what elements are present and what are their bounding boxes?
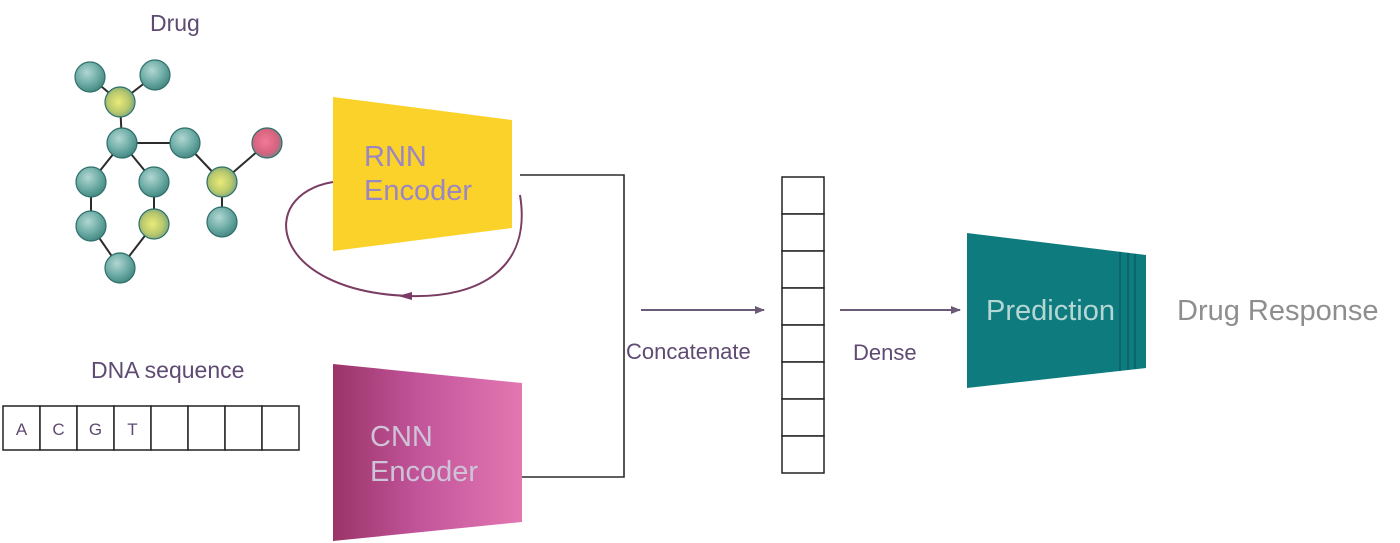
cnn-encoder-shape [333,364,522,541]
drug-label: Drug [150,10,200,36]
dna-base: G [88,420,103,439]
rnn-encoder-shape [333,97,512,251]
dna-cell [224,405,263,451]
atom [106,127,138,159]
encoder-bracket [520,174,625,478]
dna-base [151,406,188,450]
highlighted-atom [104,86,136,118]
dna-cell [150,405,189,451]
loop-arrowhead [398,292,412,300]
dna-base: T [127,420,138,439]
prediction-label: Prediction [986,295,1115,327]
prediction-shape [967,233,1146,388]
highlighted-atom [138,208,170,240]
vector-cell [781,435,825,474]
highlighted-atom [206,166,238,198]
dna-sequence-label: DNA sequence [91,357,245,383]
highlighted-atom [251,127,283,159]
dna-base [188,406,225,450]
vector-cell [781,176,825,215]
rnn-encoder-label-line2: Encoder [364,175,473,207]
dna-cell [187,405,226,451]
atom [206,206,238,238]
dna-cell [261,405,300,451]
concatenated-vector [781,176,825,474]
dna-base [262,406,299,450]
vector-cell [781,361,825,400]
vector-cell [781,250,825,289]
dna-cell [113,405,152,451]
vector-cell [781,324,825,363]
rnn-encoder-label-line1: RNN [364,141,427,173]
dna-cell [76,405,115,451]
vector-cell [781,398,825,437]
vector-cell [781,287,825,326]
concatenate-label: Concatenate [626,339,751,364]
atom [74,61,106,93]
dna-bases: A C G T [3,406,299,450]
dna-base [225,406,262,450]
cnn-encoder-label-line2: Encoder [370,456,479,488]
atom [75,210,107,242]
atom [169,127,201,159]
atom [75,166,107,198]
atom [104,252,136,284]
dna-cell [39,405,78,451]
drug-response-label: Drug Response [1177,295,1379,327]
atom [139,59,171,91]
atom [138,166,170,198]
dna-sequence-boxes [2,405,300,451]
prediction-stripes [1119,252,1136,371]
cnn-encoder-label-line1: CNN [370,421,433,453]
vector-cell [781,213,825,252]
dna-base: A [15,420,28,439]
drug-molecule [74,59,283,284]
recurrent-loop [285,181,523,298]
dense-label: Dense [853,340,917,365]
dna-base: C [52,420,65,439]
